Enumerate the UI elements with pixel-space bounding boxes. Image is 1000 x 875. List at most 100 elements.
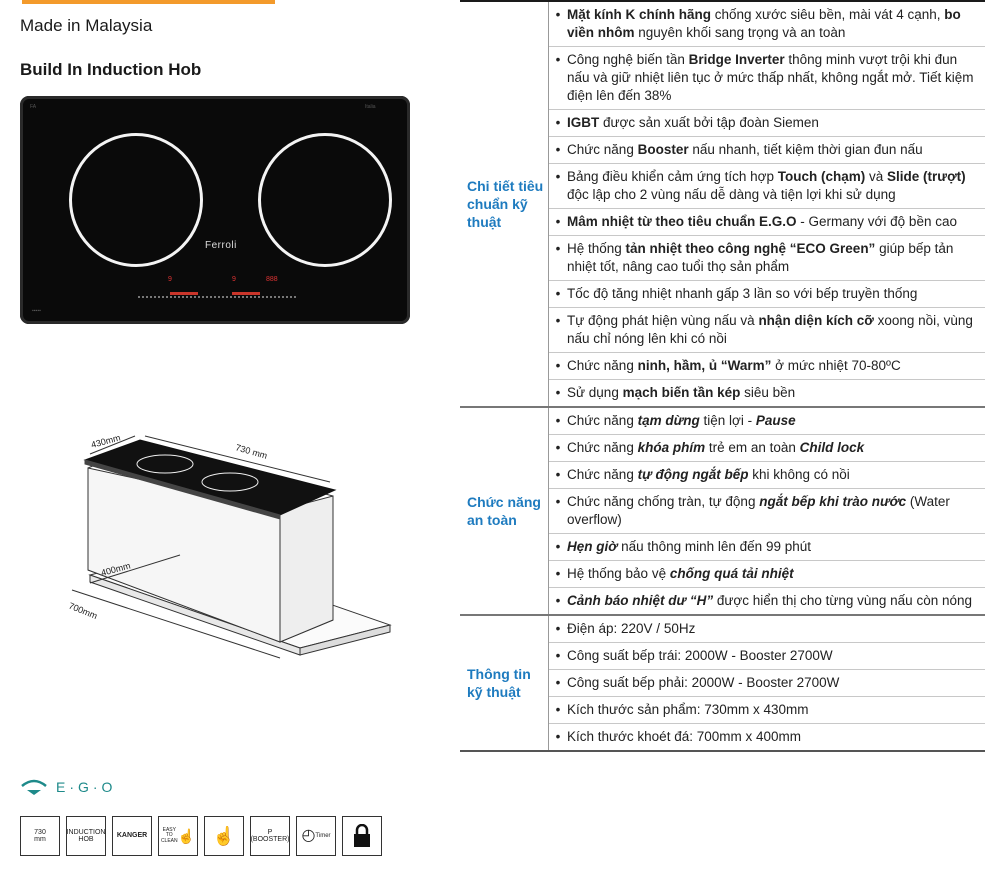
spec-row: •Điện áp: 220V / 50Hz	[549, 616, 985, 643]
spec-text: Kích thước sản phẩm: 730mm x 430mm	[567, 701, 985, 719]
timer-icon: ◴Timer	[296, 816, 336, 856]
bullet: •	[555, 385, 561, 400]
spec-row: • Chức năng Booster nấu nhanh, tiết kiệm …	[549, 137, 985, 164]
ego-label: E·G·O	[56, 779, 117, 795]
text-segment: chống xước siêu bền, mài vát 4 cạnh,	[711, 7, 945, 22]
bullet: •	[555, 440, 561, 455]
spec-section: Chức năng an toàn • Chức năng tạm dừng tiệ…	[460, 408, 985, 616]
spec-text: Mặt kính K chính hãng chống xước siêu bề…	[567, 6, 985, 42]
installation-diagram: 430mm 730 mm 400mm 700mm	[67, 433, 392, 659]
kanger-icon: KANGER	[112, 816, 152, 856]
dim-cut-length: 700mm	[67, 601, 99, 622]
bullet: •	[555, 169, 561, 184]
text-segment: Kích thước khoét đá: 700mm x 400mm	[567, 729, 801, 744]
spec-text: Công nghệ biến tần Bridge Inverter thông…	[567, 51, 985, 105]
text-segment: tiện lợi -	[699, 413, 756, 428]
text-segment: nguyên khối sang trọng và an toàn	[634, 25, 846, 40]
bullet: •	[555, 621, 561, 636]
text-segment: mạch biến tần kép	[622, 385, 741, 400]
lock-icon	[342, 816, 382, 856]
text-segment: Tự động phát hiện vùng nấu và	[567, 313, 759, 328]
text-segment: Tốc độ tăng nhiệt nhanh gấp 3 lần so với…	[567, 286, 918, 301]
spec-text: Chức năng chống tràn, tự động ngắt bếp k…	[567, 493, 985, 529]
text-segment: Child lock	[799, 440, 865, 455]
spec-row: •Kích thước sản phẩm: 730mm x 430mm	[549, 697, 985, 724]
left-slider-level	[170, 292, 198, 295]
spec-text: Chức năng tạm dừng tiện lợi - Pause	[567, 412, 985, 430]
spec-section: Thông tin kỹ thuật•Điện áp: 220V / 50Hz•…	[460, 616, 985, 752]
ego-wave-icon	[21, 779, 47, 795]
bullet: •	[555, 566, 561, 581]
spec-row: • Hệ thống bảo vệ chống quá tải nhiệt	[549, 561, 985, 588]
spec-row: • Chức năng khóa phím trẻ em an toàn Chil…	[549, 435, 985, 462]
bullet: •	[555, 413, 561, 428]
spec-table: Chi tiết tiêu chuẩn kỹ thuật•Mặt kính K …	[460, 2, 985, 752]
spec-text: Công suất bếp phải: 2000W - Booster 2700…	[567, 674, 985, 692]
section-rows: • Mặt kính K chính hãng chống xước siêu b…	[548, 2, 985, 406]
spec-text: Chức năng Booster nấu nhanh, tiết kiệm t…	[567, 141, 985, 159]
text-segment: Chức năng chống tràn, tự động	[567, 494, 760, 509]
section-rows: •Điện áp: 220V / 50Hz•Công suất bếp trái…	[548, 616, 985, 750]
accent-bar	[22, 0, 275, 4]
spec-text: IGBT được sản xuất bởi tập đoàn Siemen	[567, 114, 985, 132]
text-segment: Booster	[637, 142, 689, 157]
bullet: •	[555, 494, 561, 509]
text-segment: thông minh vượt trội khi đun nấu và giữ …	[567, 52, 974, 103]
spec-text: Chức năng khóa phím trẻ em an toàn Child…	[567, 439, 985, 457]
left-zone-display: 9	[168, 276, 172, 283]
dim-top-length: 730 mm	[234, 442, 268, 461]
spec-row: •Chức năng tự động ngắt bếp khi không có…	[549, 462, 985, 489]
spec-row: • Cảnh báo nhiệt dư “H” được hiển thị cho…	[549, 588, 985, 614]
text-segment: Chức năng	[567, 413, 638, 428]
text-segment: Pause	[755, 413, 796, 428]
bullet: •	[555, 142, 561, 157]
spec-row: • Chức năng chống tràn, tự động ngắt bếp …	[549, 489, 985, 534]
bullet: •	[555, 593, 561, 608]
text-segment: trẻ em an toàn	[705, 440, 800, 455]
spec-text: Công suất bếp trái: 2000W - Booster 2700…	[567, 647, 985, 665]
section-title: Chức năng an toàn	[467, 494, 541, 528]
text-segment: và	[865, 169, 888, 184]
spec-text: Chức năng ninh, hầm, ủ “Warm” ở mức nhiệ…	[567, 357, 985, 375]
hob-bottom-left-text: ▪▪▪▪▪	[32, 308, 41, 314]
text-segment: Bridge Inverter	[688, 52, 785, 67]
spec-text: Cảnh báo nhiệt dư “H” được hiển thị cho …	[567, 592, 985, 610]
spec-text: Hệ thống tản nhiệt theo công nghệ “ECO G…	[567, 240, 985, 276]
text-segment: Hệ thống	[567, 241, 626, 256]
spec-row: •Kích thước khoét đá: 700mm x 400mm	[549, 724, 985, 750]
induction-hob-icon: INDUCTION HOB	[66, 816, 106, 856]
spec-section: Chi tiết tiêu chuẩn kỹ thuật•Mặt kính K …	[460, 2, 985, 408]
bullet: •	[555, 358, 561, 373]
spec-row: •Hệ thống tản nhiệt theo công nghệ “ECO …	[549, 236, 985, 281]
text-segment: được hiển thị cho từng vùng nấu còn nóng	[713, 593, 972, 608]
spec-row: • Mâm nhiệt từ theo tiêu chuẩn E.G.O - Ge…	[549, 209, 985, 236]
text-segment: Bảng điều khiển cảm ứng tích hợp	[567, 169, 778, 184]
text-segment: Chức năng	[567, 467, 638, 482]
spec-text: Mâm nhiệt từ theo tiêu chuẩn E.G.O - Ger…	[567, 213, 985, 231]
bullet: •	[555, 214, 561, 229]
text-segment: được sản xuất bởi tập đoàn Siemen	[599, 115, 819, 130]
spec-text: Hệ thống bảo vệ chống quá tải nhiệt	[567, 565, 985, 583]
spec-row: •Công nghệ biến tần Bridge Inverter thôn…	[549, 47, 985, 110]
spec-text: Tốc độ tăng nhiệt nhanh gấp 3 lần so với…	[567, 285, 985, 303]
right-zone-display: 9	[232, 276, 236, 283]
spec-text: Bảng điều khiển cảm ứng tích hợp Touch (…	[567, 168, 985, 204]
bullet: •	[555, 115, 561, 130]
text-segment: tạm dừng	[637, 413, 700, 428]
bullet: •	[555, 467, 561, 482]
text-segment: nấu nhanh, tiết kiệm thời gian đun nấu	[688, 142, 923, 157]
text-segment: khi không có nồi	[748, 467, 850, 482]
hob-top-left-mark: FA	[30, 104, 37, 110]
right-cooking-zone	[258, 133, 392, 267]
spec-row: •Công suất bếp phải: 2000W - Booster 270…	[549, 670, 985, 697]
ego-logo: E·G·O	[20, 778, 116, 796]
table-top-rule	[460, 0, 985, 2]
text-segment: (Water overflow)	[567, 494, 950, 527]
bullet: •	[555, 648, 561, 663]
text-segment: giúp bếp tản nhiệt tốt, nâng cao tuổi th…	[567, 241, 954, 274]
text-segment: Hệ thống bảo vệ	[567, 566, 670, 581]
spec-row: •Sử dụng mạch biến tần kép siêu bền	[549, 380, 985, 406]
text-segment: nấu thông minh lên đến 99 phút	[617, 539, 811, 554]
hob-top-right-mark: Italia	[365, 104, 376, 110]
hob-photo: FA Italia Ferroli 9 9 888 ▪▪▪▪▪	[20, 96, 410, 324]
